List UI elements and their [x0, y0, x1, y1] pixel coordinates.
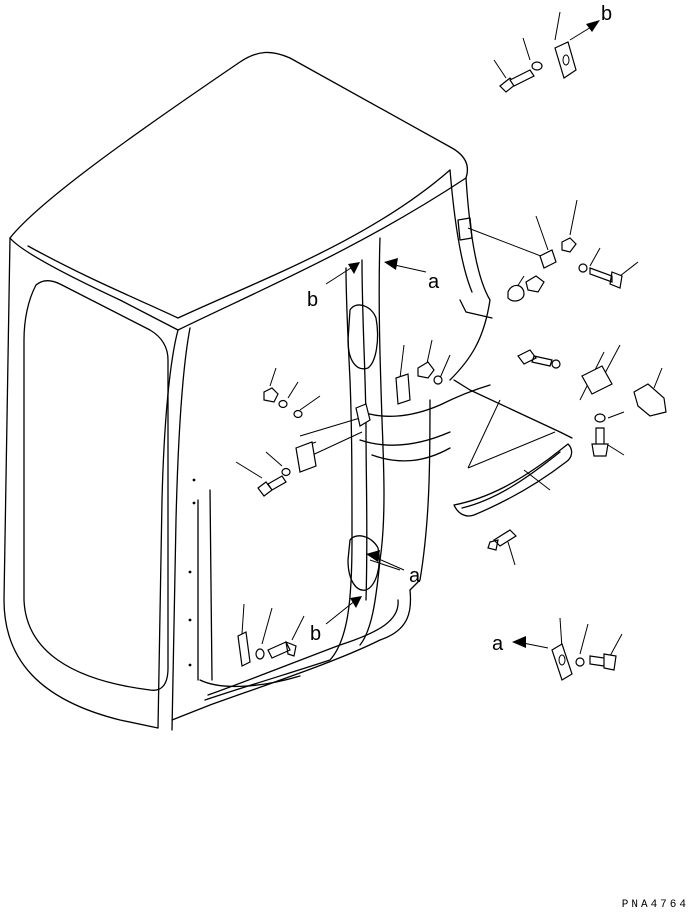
bottom-right-group [551, 643, 617, 681]
striker-bracket [581, 365, 613, 395]
cab-body [3, 51, 493, 731]
label-a-upper: a [428, 271, 440, 293]
hinge-bracket [295, 441, 317, 473]
callout-arrows [325, 20, 600, 649]
rivet-dots [188, 478, 196, 667]
bolt [591, 427, 609, 457]
bolt [517, 349, 553, 367]
screw [487, 529, 517, 551]
right-latch-group [517, 349, 667, 457]
washer [255, 648, 265, 660]
clip [539, 249, 557, 269]
bolt [499, 69, 535, 93]
washer [551, 359, 561, 369]
top-plate-group [499, 41, 577, 93]
bolt [589, 653, 617, 671]
nut [561, 237, 577, 253]
arrow-b-upper [325, 265, 355, 285]
hinge-plate [237, 631, 251, 667]
bolt [589, 267, 623, 289]
hinge-plate [554, 41, 577, 79]
left-hinge-group [257, 387, 317, 497]
washer [575, 657, 585, 667]
washer [433, 375, 443, 385]
nut [263, 387, 279, 403]
label-b-lower: b [310, 623, 321, 645]
washer [594, 413, 606, 423]
hinge-block [355, 403, 371, 427]
bottom-left-group [237, 631, 297, 667]
bracket [395, 373, 411, 405]
drawing-code: PNA4764 [621, 899, 689, 911]
washer [281, 467, 291, 477]
label-a-bottom: a [492, 633, 504, 655]
nut [417, 361, 435, 379]
washer [293, 409, 303, 419]
label-b-upper: b [307, 289, 318, 311]
hinge-plate [551, 643, 573, 681]
label-a-lower: a [409, 565, 421, 587]
leader-lines [235, 11, 663, 657]
washer [278, 399, 288, 409]
door-latch [633, 383, 667, 417]
step-bar [453, 379, 573, 517]
bolt [257, 475, 287, 497]
washer [578, 263, 588, 273]
bolt [267, 641, 297, 659]
rubber-stopper [507, 284, 525, 302]
arrow-b-lower [325, 599, 357, 625]
label-b-top: b [601, 3, 612, 25]
upper-right-group [507, 237, 623, 302]
center-group [355, 361, 443, 427]
washer [531, 61, 543, 71]
nut [525, 275, 545, 293]
